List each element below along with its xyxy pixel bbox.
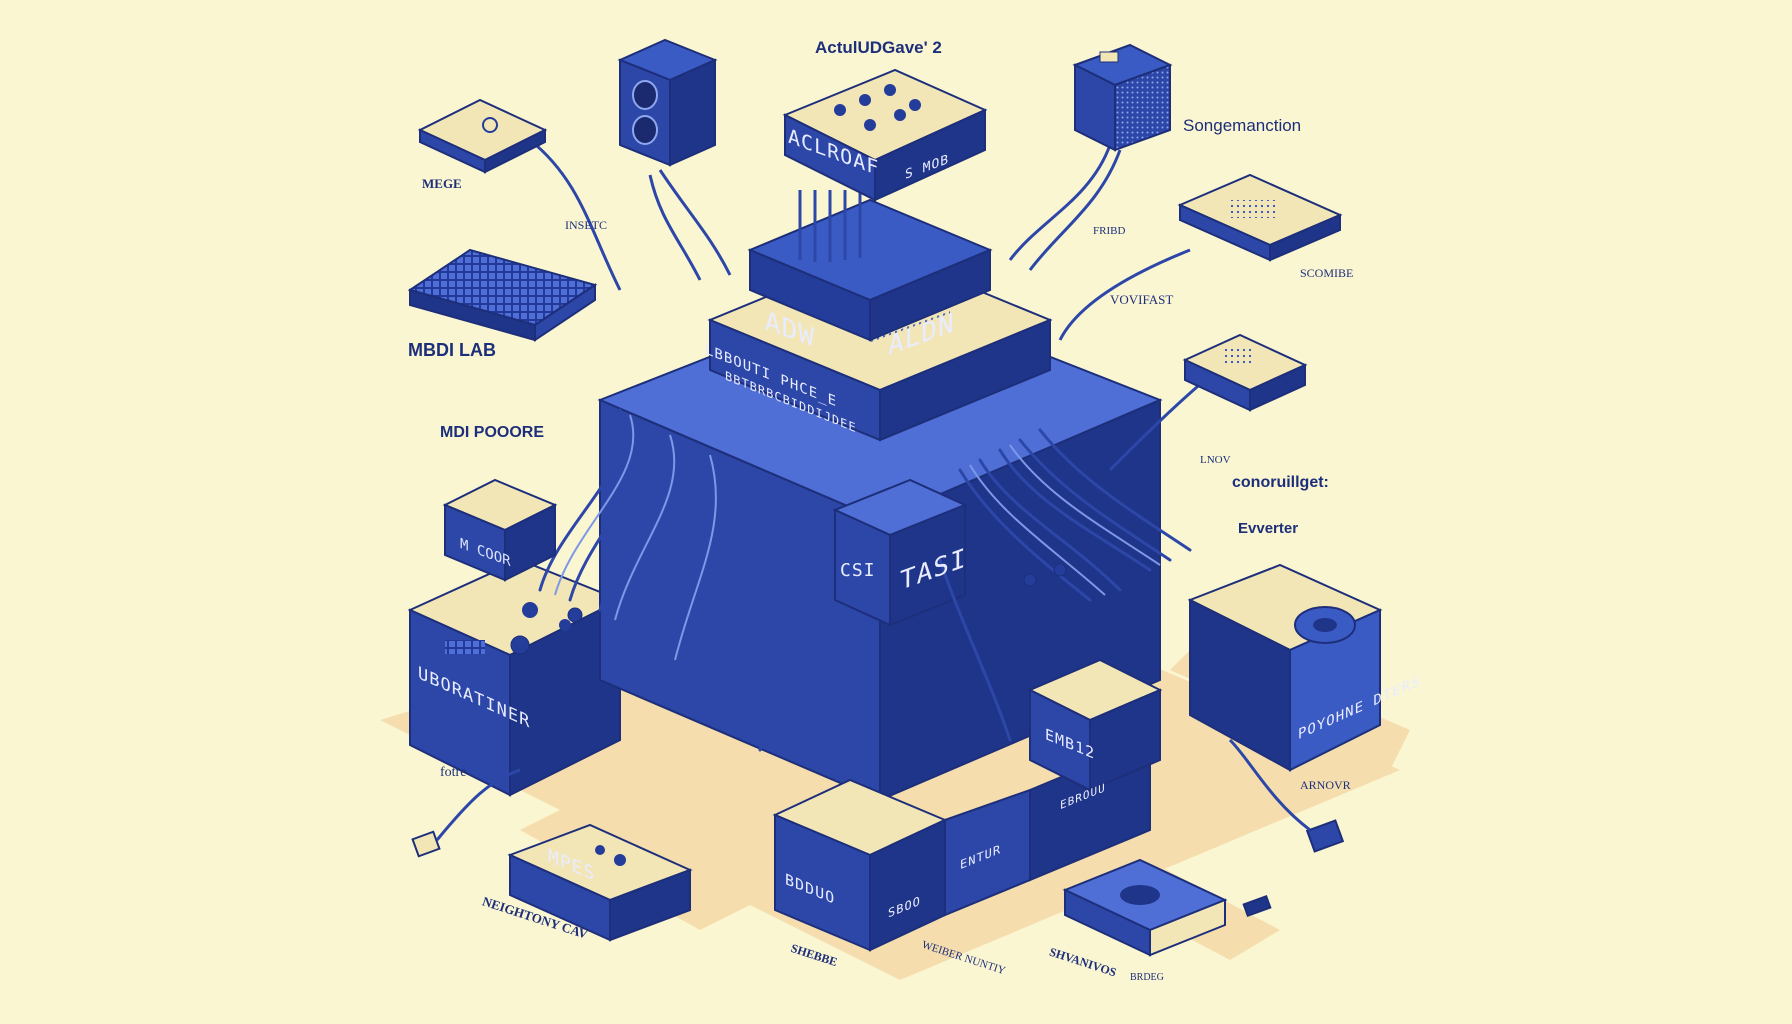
songemanction-label: Songemanction	[1183, 116, 1302, 135]
connector-icon	[411, 738, 1345, 918]
m-coor-module	[442, 478, 558, 582]
mpes-device	[507, 823, 693, 942]
mixer-icon	[782, 68, 988, 202]
emb12-box	[1027, 658, 1163, 792]
midi-pad-icon	[407, 248, 598, 342]
lnov-label: LNOV	[1200, 454, 1231, 466]
mdi-lab-label: MBDI LAB	[408, 340, 496, 360]
speaker-icon	[617, 38, 718, 167]
vovifast-label: VOVIFAST	[1110, 292, 1174, 307]
uboratiner-box	[407, 558, 623, 797]
arnovr-label: ARNOVR	[1300, 778, 1351, 792]
cable-bundle-icon	[538, 408, 1192, 752]
power-supply-icon	[1072, 43, 1173, 152]
synth-module	[1177, 173, 1343, 262]
brdeg-label: BRDEG	[1130, 972, 1164, 983]
core-a-label: CSI	[840, 560, 876, 581]
cable-bundle-light	[554, 414, 1161, 661]
fotre-label: fotre	[440, 765, 467, 780]
midi-controller-small	[417, 98, 548, 174]
insetc-label: INSETC	[565, 218, 607, 232]
mdi-poore-label: MDI POOORE	[440, 424, 545, 441]
controller-label: conoruillget:	[1232, 474, 1329, 491]
everter-label: Evverter	[1238, 520, 1299, 537]
chip-icon	[1182, 333, 1308, 412]
upper-cables	[529, 138, 1206, 472]
poyohme-box	[1187, 563, 1383, 772]
core-block	[832, 478, 968, 627]
mege-label: MEGE	[422, 176, 462, 191]
scomibe-label: SCOMIBE	[1300, 266, 1354, 280]
top-title: ActulUDGave' 2	[815, 38, 942, 57]
fribd-label: FRIBD	[1093, 225, 1126, 237]
knob-icon	[510, 563, 1067, 655]
shvanos-device	[1062, 858, 1228, 957]
